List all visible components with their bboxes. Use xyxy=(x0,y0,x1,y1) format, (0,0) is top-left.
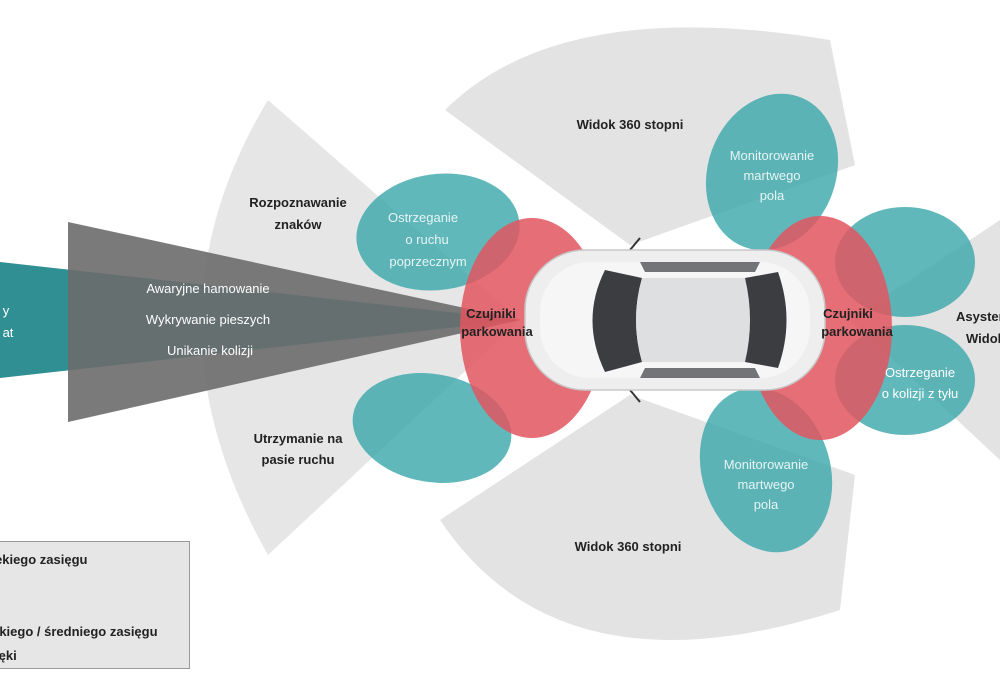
label-rear-collision-1: Ostrzeganie xyxy=(885,365,955,380)
car-rear-window xyxy=(745,272,787,368)
label-blind-spot-top-2: martwego xyxy=(743,168,800,183)
forward-beams xyxy=(0,222,520,422)
label-blind-spot-bottom-3: pola xyxy=(754,497,779,512)
label-lane-keeping-1: Utrzymanie na xyxy=(254,431,344,446)
car-windshield xyxy=(592,270,642,372)
label-far-left-partial-1: y xyxy=(3,303,10,318)
label-pedestrian-detection: Wykrywanie pieszych xyxy=(146,312,270,327)
label-sign-recognition-2: znaków xyxy=(275,217,323,232)
label-parking-front-2: parkowania xyxy=(461,324,533,339)
label-sign-recognition-1: Rozpoznawanie xyxy=(249,195,347,210)
dark-mid-range-beam xyxy=(68,222,520,422)
car-roof xyxy=(636,278,750,362)
car xyxy=(524,237,826,403)
legend-line-2: tkiego / średniego zasięgu xyxy=(0,624,158,639)
label-blind-spot-top-1: Monitorowanie xyxy=(730,148,815,163)
label-lane-keeping-2: pasie ruchu xyxy=(262,452,335,467)
cross-traffic-lobe-bottom xyxy=(352,373,512,483)
label-cross-traffic-3: poprzecznym xyxy=(389,254,466,269)
label-360-bottom: Widok 360 stopni xyxy=(575,539,682,554)
label-blind-spot-bottom-1: Monitorowanie xyxy=(724,457,809,472)
label-emergency-braking: Awaryjne hamowanie xyxy=(146,281,269,296)
labels-dark: Widok 360 stopni Widok 360 stopni Rozpoz… xyxy=(249,117,1000,554)
label-far-left-partial-2: at xyxy=(3,325,14,340)
legend-line-3: ięki xyxy=(0,648,17,663)
label-blind-spot-top-3: pola xyxy=(760,188,785,203)
label-parking-rear-2: parkowania xyxy=(821,324,893,339)
label-360-top: Widok 360 stopni xyxy=(577,117,684,132)
label-cross-traffic-2: o ruchu xyxy=(405,232,448,247)
label-collision-avoidance: Unikanie kolizji xyxy=(167,343,253,358)
blind-spot-lobe-top xyxy=(705,93,839,251)
label-parking-rear-1: Czujniki xyxy=(823,306,873,321)
label-parking-front-1: Czujniki xyxy=(466,306,516,321)
legend-box: ekiego zasięgu tkiego / średniego zasięg… xyxy=(0,541,190,669)
label-blind-spot-bottom-2: martwego xyxy=(737,477,794,492)
label-right-partial-1: Asysten xyxy=(956,309,1000,324)
label-right-partial-2: Widok xyxy=(966,331,1000,346)
legend-line-1: ekiego zasięgu xyxy=(0,552,88,567)
labels-light: Awaryjne hamowanie Wykrywanie pieszych U… xyxy=(3,148,959,512)
label-cross-traffic-1: Ostrzeganie xyxy=(388,210,458,225)
label-rear-collision-2: o kolizji z tyłu xyxy=(882,386,959,401)
